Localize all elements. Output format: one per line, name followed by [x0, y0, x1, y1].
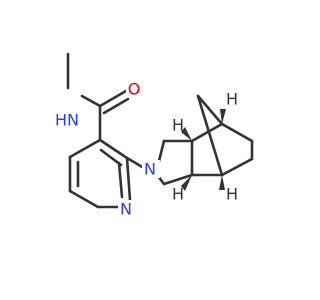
amide-group: [66, 52, 130, 142]
stereo-h-c7: H: [226, 185, 238, 204]
pyrrolidine-nitrogen: N: [144, 160, 156, 179]
atom-labels: H N O N N H H H H: [55, 80, 238, 219]
bond-c2-c3: [98, 138, 129, 160]
wedge-c7a-h: [181, 175, 192, 191]
molecule-structure: H N O N N H H H H: [55, 52, 254, 219]
amide-nh-h: H: [55, 111, 67, 130]
pyridine-ring: [68, 138, 132, 209]
stereo-h-c4: H: [226, 90, 238, 109]
wedge-c4-h: [220, 109, 226, 124]
pyrrolidine-ring: [156, 139, 194, 186]
bond-c2-ring-n: [125, 156, 146, 170]
bond-c5-c6: [68, 189, 100, 209]
bond-c3-c4: [68, 138, 102, 159]
wedge-c3a-h: [181, 127, 192, 141]
stereo-h-c3a: H: [172, 116, 184, 135]
carbonyl-oxygen: O: [128, 80, 141, 99]
bicyclic-ring: [190, 94, 254, 177]
wedge-c7-h: [219, 175, 225, 190]
bond-n1-c2-inner: [117, 161, 124, 199]
bond-carbonyl-o-double: [102, 97, 130, 115]
bond-bridge-c7: [196, 94, 224, 177]
bond-c2-c3-inner: [99, 148, 123, 167]
stereo-h-c7a: H: [172, 185, 184, 204]
bond-c4-bridge: [196, 94, 224, 126]
bond-carbonyl-o: [98, 89, 128, 108]
bond-c6-c7: [220, 157, 254, 177]
pyridine-nitrogen: N: [120, 200, 132, 219]
bond-c7a-ch2-bottom: [162, 173, 194, 186]
bond-c3a-c4: [190, 122, 224, 143]
amide-nh-n: N: [67, 111, 79, 130]
bond-n1-c2: [125, 156, 132, 202]
stereo-wedges: [181, 109, 226, 191]
bond-carbonyl-n: [80, 94, 102, 108]
bond-c4-c5: [220, 122, 254, 143]
